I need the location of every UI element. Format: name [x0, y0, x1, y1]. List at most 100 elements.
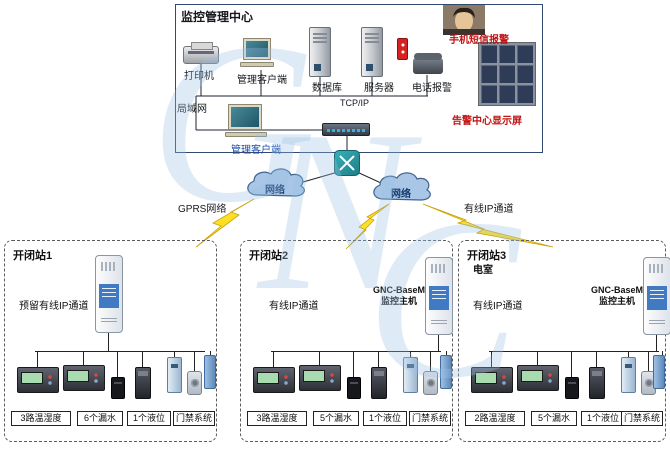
wired-ip-channel-label: 有线IP通道 [464, 204, 514, 215]
person-photo-icon [443, 5, 485, 35]
printer-label: 打印机 [184, 71, 214, 82]
station-title: 开闭站3 [467, 250, 507, 262]
connector-line [628, 351, 629, 357]
tcpip-label: TCP/IP [340, 98, 370, 108]
connector-line [378, 351, 379, 367]
temp-humidity-controller-icon [471, 367, 513, 393]
sms-alarm-label: 手机短信报警 [449, 35, 509, 46]
keyboard-icon [240, 62, 274, 67]
alarm-beacon-icon [397, 38, 408, 60]
connector-line [194, 351, 195, 371]
gprs-network-label: GPRS网络 [178, 204, 227, 215]
temp-humidity-controller-icon [253, 367, 295, 393]
device-label: 3路温湿度 [11, 411, 71, 426]
cloud-right-label: 网络 [391, 189, 411, 200]
station-2-panel: 开闭站2 有线IP通道 GNC-BaseM 监控主机 3路温湿度 5个漏水 1个… [240, 240, 453, 442]
crossed-arrows-icon [339, 155, 355, 171]
station-title: 开闭站1 [13, 250, 53, 262]
connector-line [37, 351, 38, 367]
monitor-icon [243, 38, 271, 60]
liquid-level-sensor-icon [621, 357, 636, 393]
device-label: 1个液位 [581, 411, 625, 426]
device-label: 门禁系统 [621, 411, 663, 426]
host-label: GNC-BaseM 监控主机 [591, 285, 643, 308]
client2-label: 管理客户端 [231, 145, 281, 156]
connector-line [353, 351, 354, 377]
connector-line [491, 351, 492, 367]
cloud-left-label: 网络 [265, 185, 285, 196]
lightning-link-gprs [195, 198, 255, 248]
device-label: 5个漏水 [531, 411, 577, 426]
host-model-label: GNC-BaseM [591, 285, 644, 295]
host-front-sticker [429, 286, 449, 310]
connector-line [438, 335, 439, 351]
core-switch-icon [334, 150, 360, 176]
connector-line [446, 351, 447, 355]
printer-icon [183, 42, 219, 64]
host-front-sticker [99, 284, 119, 308]
device-label: 5个漏水 [313, 411, 359, 426]
connector-line [537, 351, 538, 365]
connector-line [648, 351, 649, 371]
connector-line [174, 351, 175, 357]
database-server-icon [309, 27, 331, 77]
server-label: 服务器 [364, 83, 394, 94]
display-wall-label: 告警中心显示屏 [452, 116, 522, 127]
app-server-icon [361, 27, 383, 77]
connector-line [117, 351, 118, 377]
connector-line [142, 351, 143, 367]
lan-label: 局域网 [177, 104, 207, 115]
station-title: 开闭站2 [249, 250, 289, 262]
host-front-sticker [647, 286, 667, 310]
station-3-panel: 开闭站3 电室 有线IP通道 GNC-BaseM 监控主机 2路温湿度 5个漏水… [458, 240, 670, 442]
host-label: GNC-BaseM 监控主机 [373, 285, 425, 308]
host-role-label: 监控主机 [598, 296, 635, 307]
connector-line [210, 351, 211, 355]
monitoring-host-device-icon [95, 255, 123, 333]
center-title: 监控管理中心 [181, 10, 254, 24]
sensor-module-icon [135, 367, 151, 399]
monitoring-host-device-icon [425, 257, 453, 335]
door-controller-icon [204, 355, 216, 389]
phone-alarm-label: 电话报警 [412, 83, 452, 94]
cloud-left-icon [247, 168, 305, 197]
device-label: 门禁系统 [173, 411, 215, 426]
connector-line [319, 351, 320, 365]
connector-line [83, 351, 84, 365]
management-client2-computer-icon [225, 104, 267, 137]
host-model-label: GNC-BaseM [373, 285, 426, 295]
door-controller-icon [440, 355, 452, 389]
temp-humidity-controller-icon [17, 367, 59, 393]
device-label: 3路温湿度 [247, 411, 307, 426]
cloud-right-icon [373, 172, 431, 201]
connector-line [273, 351, 274, 367]
connector-line [571, 351, 572, 377]
device-label: 门禁系统 [409, 411, 451, 426]
card-reader-icon [423, 371, 438, 395]
connector-line [271, 351, 441, 352]
client1-label: 管理客户端 [237, 75, 287, 86]
water-leak-sensor-icon [565, 377, 579, 399]
channel-label: 预留有线IP通道 [19, 301, 89, 312]
station-room-label: 电室 [473, 265, 493, 276]
device-label: 2路温湿度 [465, 411, 525, 426]
management-client-computer-icon [240, 38, 274, 67]
connector-line [489, 351, 659, 352]
connector-line [662, 351, 663, 355]
monitor-icon [228, 104, 262, 130]
connector-line [430, 351, 431, 371]
device-label: 6个漏水 [77, 411, 123, 426]
connector-line [35, 351, 205, 352]
channel-label: 有线IP通道 [269, 301, 319, 312]
water-leak-sensor-icon [347, 377, 361, 399]
water-leak-sensor-icon [111, 377, 125, 399]
temp-humidity-controller-icon [63, 365, 105, 391]
connector-line [656, 335, 657, 351]
lightning-link-station2 [345, 203, 390, 250]
sensor-module-icon [371, 367, 387, 399]
door-controller-icon [653, 355, 665, 389]
channel-label: 有线IP通道 [473, 301, 523, 312]
station-1-panel: 开闭站1 预留有线IP通道 3路温湿度 6个漏水 1个液位 门禁系统 [4, 240, 217, 442]
